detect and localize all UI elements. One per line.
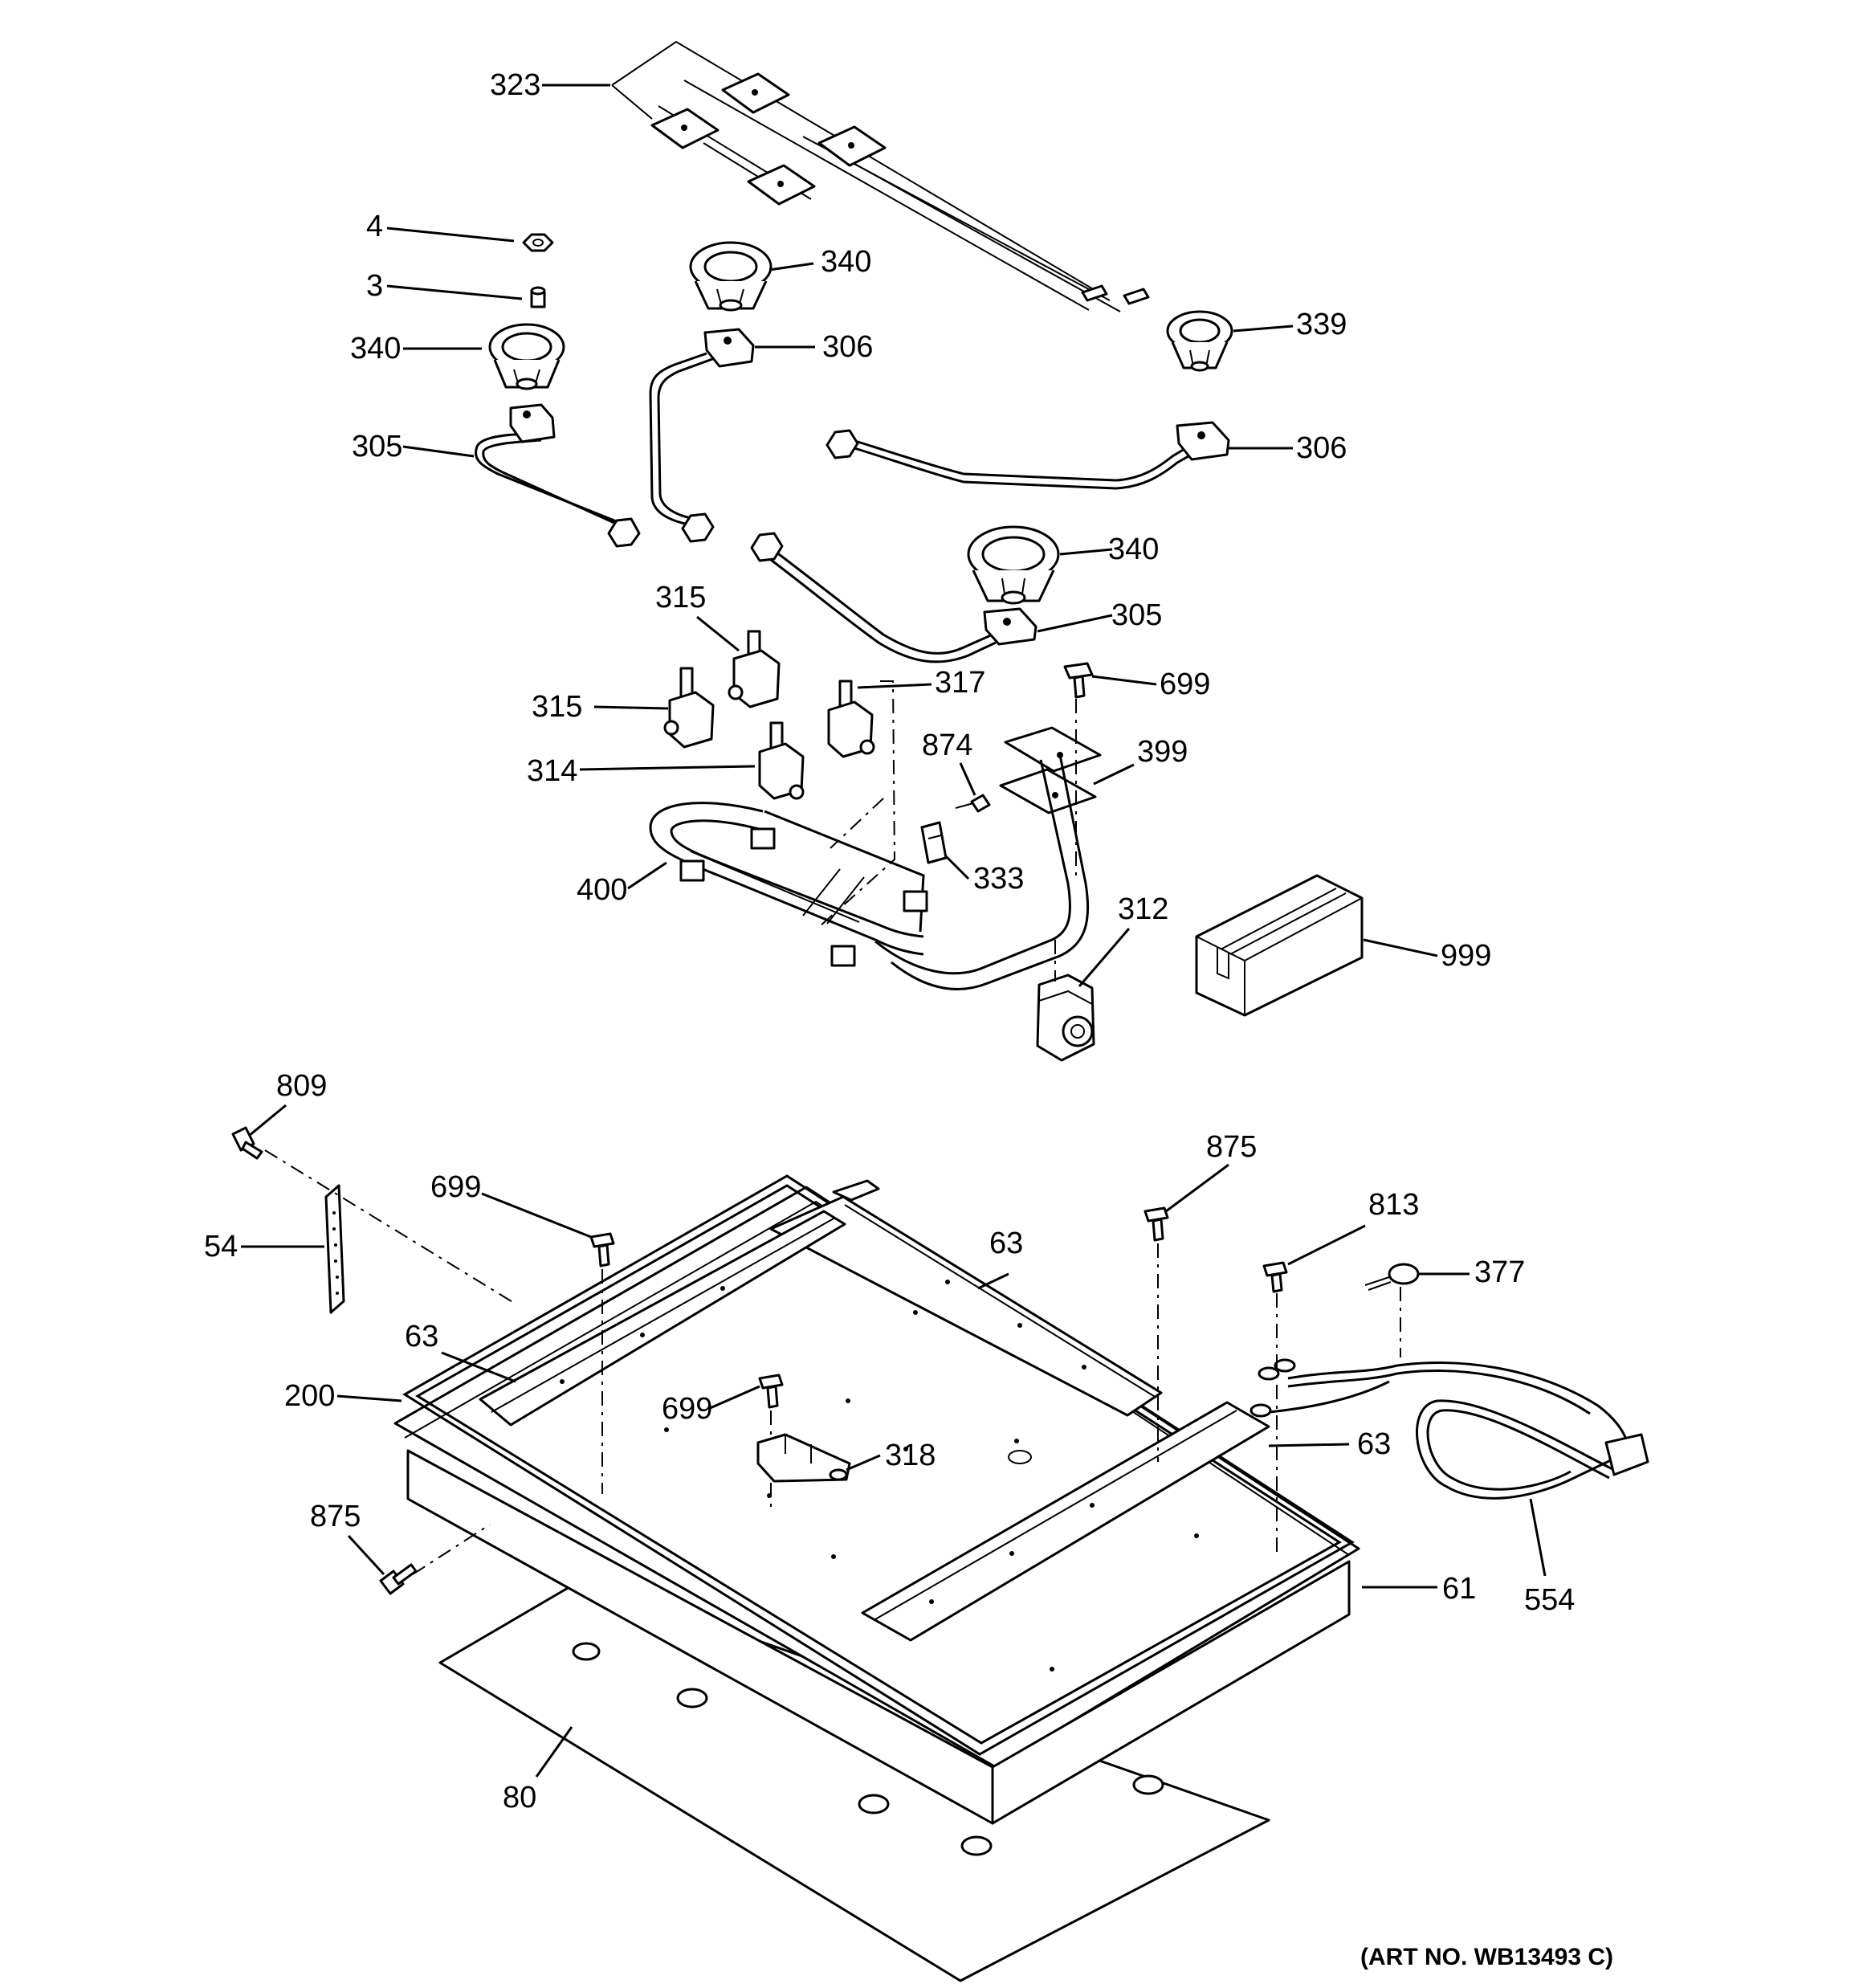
callout-699-lower-center: 699 xyxy=(662,1392,712,1426)
part-4-nut xyxy=(522,233,554,252)
part-554-power-cord xyxy=(1249,1358,1649,1500)
callout-305-left: 305 xyxy=(352,430,402,463)
part-809-clip xyxy=(231,1126,263,1160)
part-3-orifice xyxy=(530,286,546,308)
callout-leaders xyxy=(241,84,1547,1778)
callout-340-front: 340 xyxy=(1108,533,1159,566)
part-340-burner-head-left xyxy=(488,323,565,390)
callout-80: 80 xyxy=(503,1781,536,1815)
callout-875-upper: 875 xyxy=(1206,1130,1257,1164)
part-315-valve-upper xyxy=(728,630,781,708)
art-number-label: (ART NO. WB13493 C) xyxy=(1360,1944,1613,1970)
callout-399: 399 xyxy=(1137,735,1188,769)
callout-400: 400 xyxy=(577,873,627,907)
callout-323: 323 xyxy=(490,68,540,102)
part-340-burner-head-front xyxy=(967,525,1060,605)
part-875-screw-upper xyxy=(1143,1206,1169,1242)
part-314-valve xyxy=(758,721,805,800)
callout-813: 813 xyxy=(1368,1188,1419,1222)
callout-305-front: 305 xyxy=(1111,598,1162,632)
part-377-switch xyxy=(1364,1263,1420,1291)
part-200-gasket xyxy=(402,1174,1355,1756)
part-54-anchor-bracket xyxy=(324,1184,345,1314)
part-312-pressure-regulator xyxy=(1036,974,1095,1062)
part-875-screw-lower xyxy=(379,1563,418,1595)
assembly-guide-lines xyxy=(264,680,1401,1575)
callout-340-left: 340 xyxy=(350,332,401,365)
callout-339: 339 xyxy=(1296,308,1347,341)
callout-318: 318 xyxy=(885,1439,936,1472)
part-339-burner-head-small xyxy=(1166,310,1233,372)
callout-54: 54 xyxy=(204,1230,238,1263)
part-317-valve xyxy=(827,680,875,758)
callout-314: 314 xyxy=(527,754,577,788)
callout-554: 554 xyxy=(1524,1583,1575,1617)
part-306-burner-tube-center xyxy=(649,328,755,543)
callout-306-right: 306 xyxy=(1296,431,1347,465)
callout-340-center: 340 xyxy=(821,245,871,279)
callout-63-right: 63 xyxy=(1357,1427,1391,1461)
part-63-rail-left xyxy=(479,1210,846,1427)
callout-875-lower: 875 xyxy=(310,1500,361,1533)
callout-699-lower-left: 699 xyxy=(430,1170,481,1204)
callout-63-left: 63 xyxy=(405,1320,438,1353)
part-305-burner-tube-left xyxy=(475,403,641,548)
part-333-clip xyxy=(920,821,948,864)
callout-4: 4 xyxy=(366,210,383,243)
part-699-screw-upper xyxy=(1063,662,1094,699)
part-400-gas-manifold xyxy=(649,754,1090,990)
callout-809: 809 xyxy=(276,1069,327,1103)
part-63-rail-right xyxy=(861,1401,1270,1642)
part-340-burner-head-center xyxy=(689,241,773,312)
part-63-rail-back xyxy=(769,1179,1163,1417)
part-999-kit-box xyxy=(1195,874,1364,1017)
callout-377: 377 xyxy=(1474,1255,1525,1289)
callout-200: 200 xyxy=(284,1379,335,1413)
callout-labels: 323 4 3 340 340 340 306 339 306 305 305 … xyxy=(204,68,1575,1815)
part-323-ignition-harness xyxy=(611,40,1150,312)
callout-315-upper: 315 xyxy=(655,581,706,614)
callout-999: 999 xyxy=(1441,939,1491,973)
callout-63-back: 63 xyxy=(989,1227,1023,1260)
callout-317: 317 xyxy=(935,666,985,700)
callout-874: 874 xyxy=(922,729,972,762)
part-813-screw xyxy=(1262,1261,1288,1293)
part-699-screw-lower-center xyxy=(758,1374,784,1409)
callout-3: 3 xyxy=(366,269,383,303)
callout-699-upper: 699 xyxy=(1160,667,1210,701)
part-80-insulation-sheet xyxy=(438,1578,1270,1982)
part-305-burner-tube-front xyxy=(750,532,1037,663)
callout-333: 333 xyxy=(973,862,1024,896)
callout-315-left: 315 xyxy=(532,690,582,724)
part-315-valve-left xyxy=(663,667,715,749)
part-874-screw xyxy=(955,794,991,813)
callout-312: 312 xyxy=(1118,892,1168,926)
callout-306-center: 306 xyxy=(822,330,873,364)
part-306-burner-tube-right xyxy=(826,421,1230,490)
callout-61: 61 xyxy=(1442,1572,1476,1606)
part-699-screw-lower-left xyxy=(589,1232,615,1268)
part-318-spark-module xyxy=(756,1433,851,1483)
